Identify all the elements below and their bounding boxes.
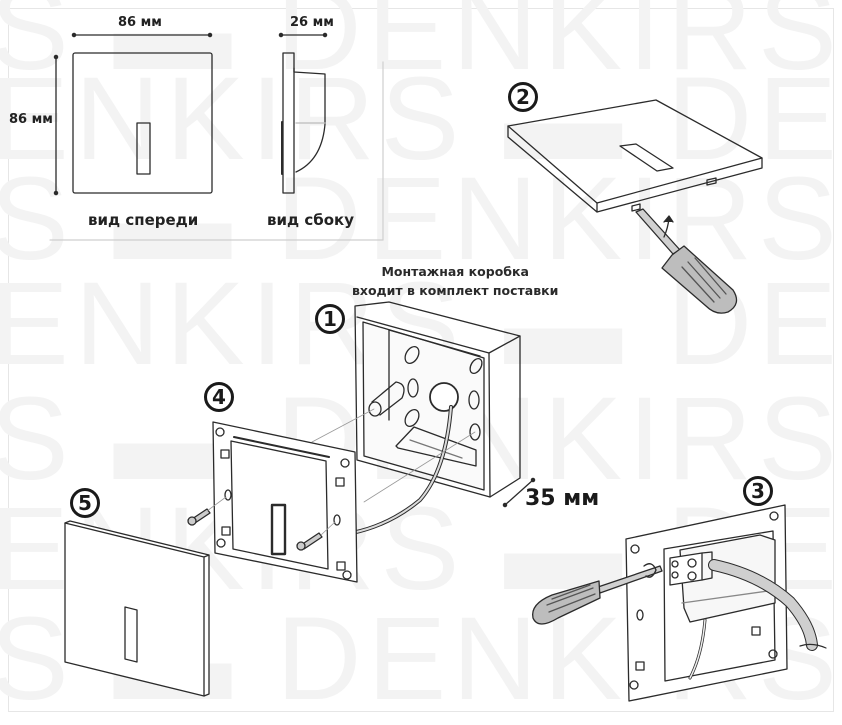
dimensions-panel	[49, 32, 384, 241]
front-view-caption: вид спереди	[88, 211, 199, 229]
step-1-mounting-box	[354, 301, 536, 508]
step-2-badge: 2	[508, 82, 538, 112]
step-1-badge: 1	[315, 304, 345, 334]
side-view-caption: вид сбоку	[267, 211, 354, 229]
step-3-badge: 3	[743, 476, 773, 506]
mounting-box-note-line2: входит в комплект поставки	[352, 283, 559, 298]
front-height-label: 86 мм	[9, 112, 53, 127]
step-2-cover	[507, 99, 763, 314]
step-4-badge: 4	[204, 382, 234, 412]
step-3-wiring	[531, 504, 827, 702]
mounting-box-note: Монтажная коробка входит в комплект пост…	[352, 262, 558, 300]
side-depth-label: 26 мм	[290, 15, 334, 30]
front-width-label: 86 мм	[118, 15, 162, 30]
step-5-badge: 5	[70, 488, 100, 518]
step-4-frame	[187, 421, 358, 583]
box-depth-label: 35 мм	[525, 486, 600, 511]
mounting-box-note-line1: Монтажная коробка	[381, 264, 529, 279]
step-5-front-cover	[64, 520, 210, 697]
diagram-frame	[8, 8, 834, 712]
